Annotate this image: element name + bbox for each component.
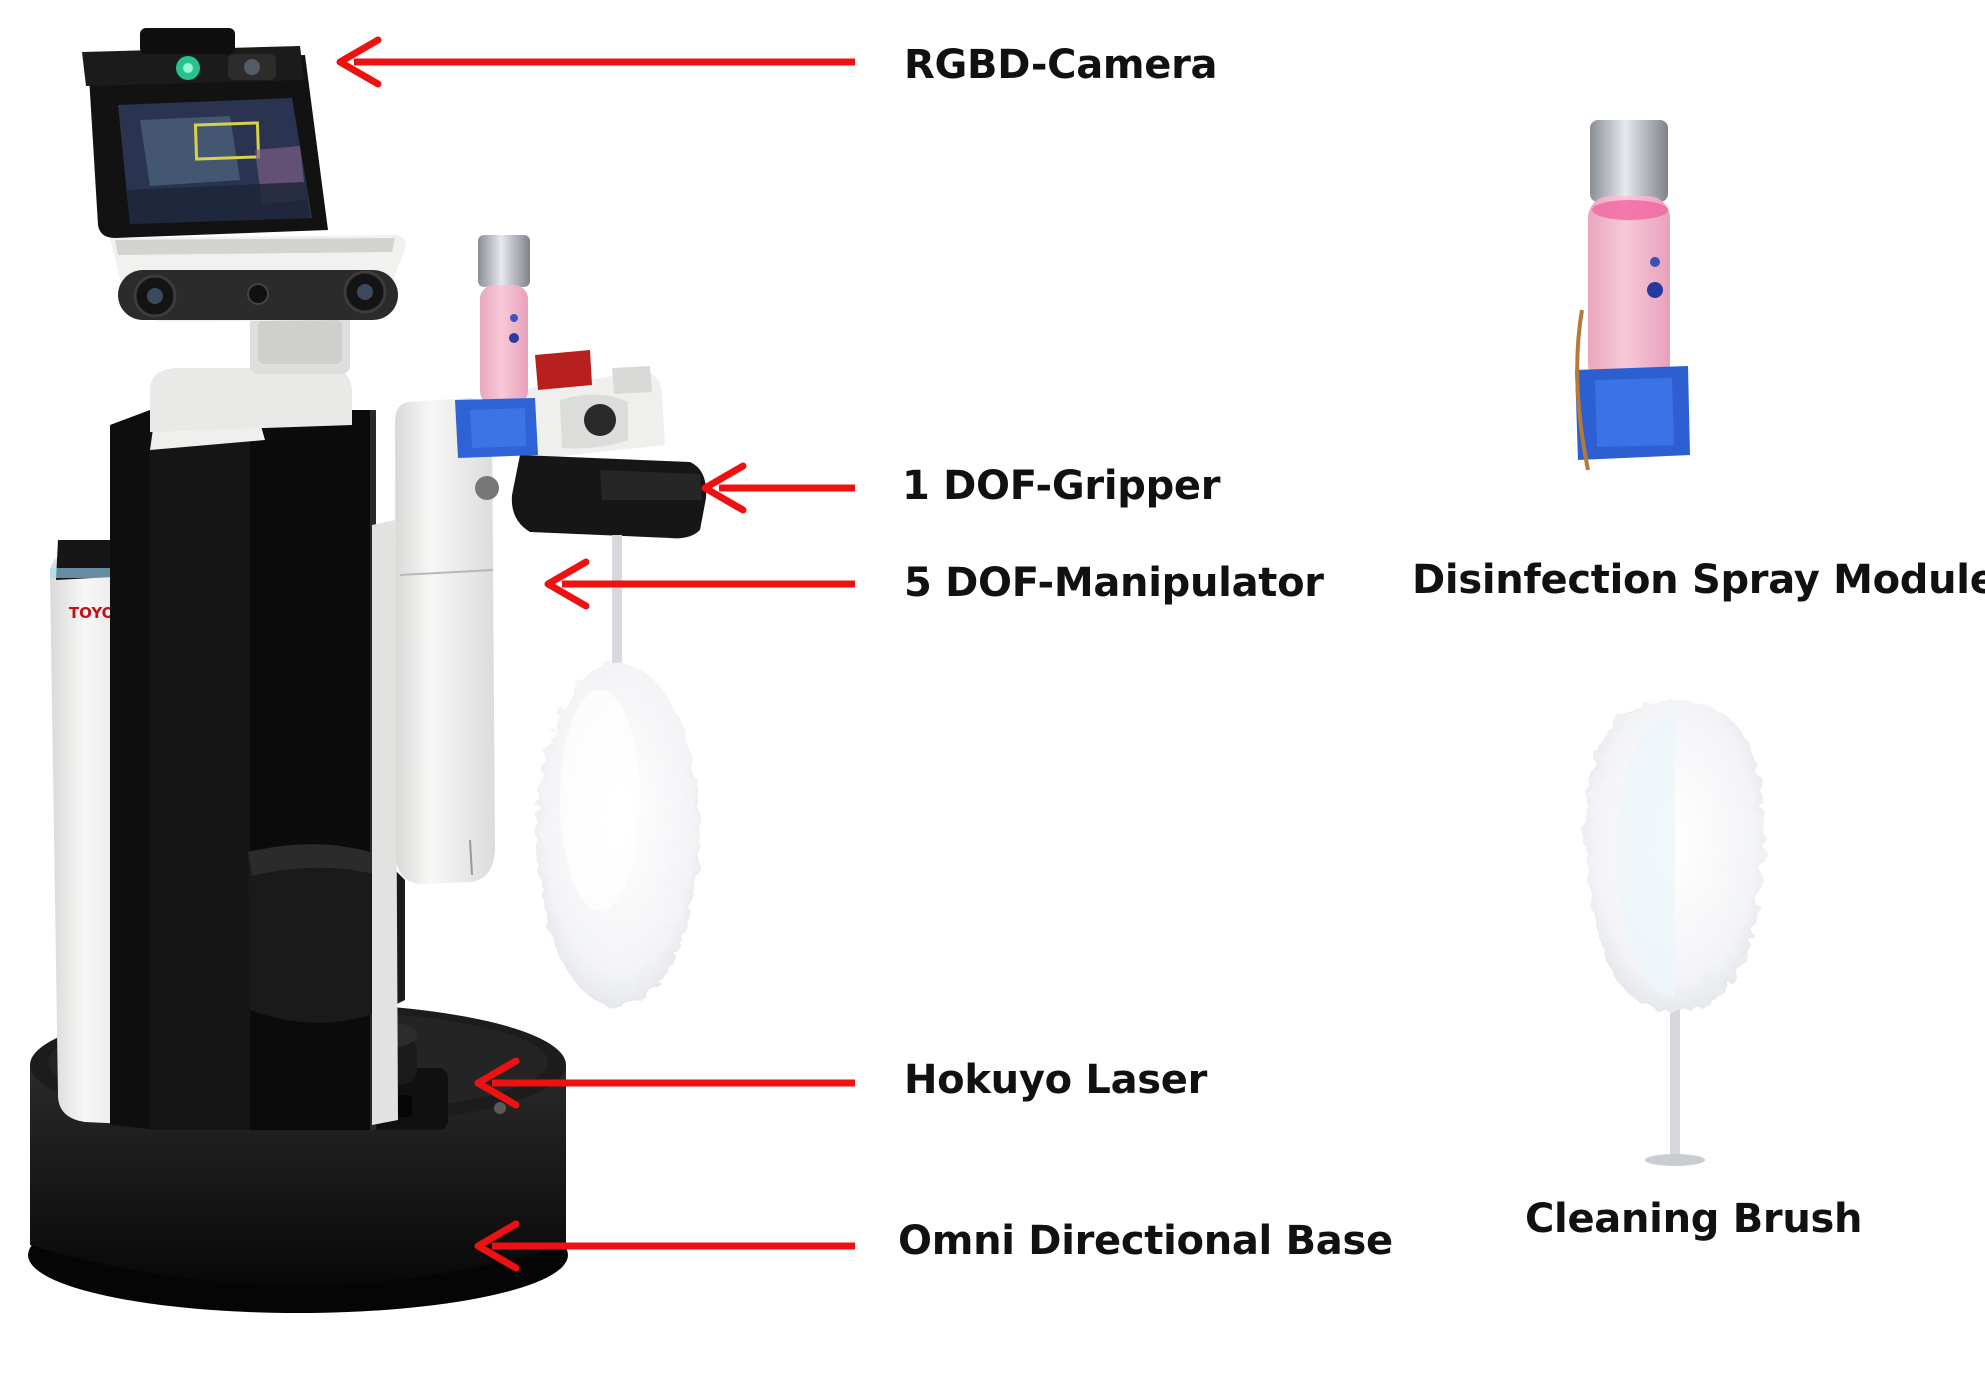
label-gripper: 1 DOF-Gripper: [902, 463, 1221, 509]
arrow-manipulator: [544, 558, 855, 610]
held-cleaning-brush: [536, 535, 700, 1007]
arrow-hokuyo-laser: [474, 1057, 855, 1109]
label-spray-module: Disinfection Spray Module: [1412, 557, 1985, 603]
label-cleaning-brush: Cleaning Brush: [1525, 1196, 1863, 1242]
label-rgbd-camera: RGBD-Camera: [904, 42, 1218, 88]
label-manipulator: 5 DOF-Manipulator: [904, 560, 1324, 606]
arrow-hokuyo-laser-head: [474, 1057, 520, 1109]
rgbd-camera: [82, 28, 304, 86]
arrow-rgbd-camera: [336, 36, 855, 88]
arrow-omni-base: [474, 1220, 855, 1272]
label-hokuyo-laser: Hokuyo Laser: [904, 1057, 1208, 1103]
gripper: [475, 455, 707, 539]
arrow-gripper: [701, 462, 855, 514]
spray-module-image: [1575, 120, 1690, 471]
arrow-omni-base-head: [474, 1220, 520, 1272]
robot-neck: [150, 312, 352, 432]
robot: TOYOTA 89: [28, 28, 707, 1313]
cleaning-brush-image: [1585, 700, 1765, 1166]
robot-head: [110, 235, 406, 322]
label-omni-base: Omni Directional Base: [898, 1218, 1393, 1264]
arrow-gripper-head: [701, 462, 747, 514]
robot-body-right: [372, 520, 398, 1125]
arrow-manipulator-head: [544, 558, 590, 610]
display-screen: [88, 55, 328, 238]
callout-arrows: [336, 36, 855, 1272]
robot-torso: [110, 405, 405, 1130]
arrow-rgbd-camera-head: [336, 36, 382, 88]
manipulator-arm: [395, 350, 665, 884]
held-spray-module: [455, 235, 538, 458]
